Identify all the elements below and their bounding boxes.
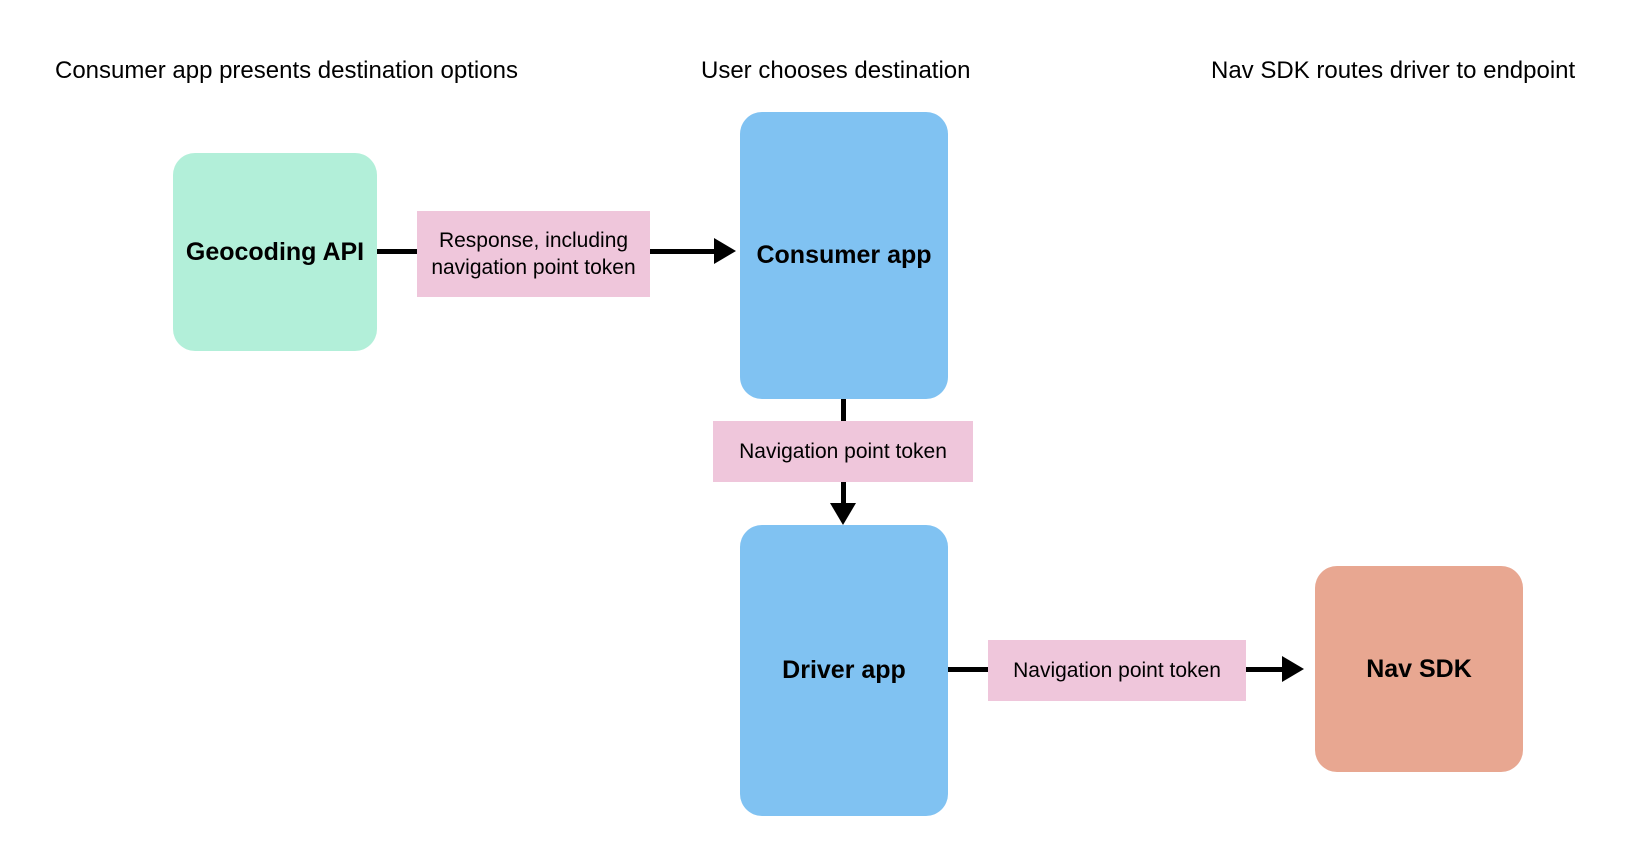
node-consumer-app[interactable]: Consumer app <box>740 112 948 399</box>
edge-label-driver-to-nav-sdk: Navigation point token <box>988 640 1246 701</box>
arrowhead-right-icon <box>1282 656 1304 682</box>
arrowhead-down-icon <box>830 503 856 525</box>
node-nav-sdk[interactable]: Nav SDK <box>1315 566 1523 772</box>
node-label: Nav SDK <box>1366 654 1472 683</box>
arrowhead-right-icon <box>714 238 736 264</box>
node-geocoding-api[interactable]: Geocoding API <box>173 153 377 351</box>
edge-label-geocoding-to-consumer: Response, including navigation point tok… <box>417 211 650 297</box>
node-label: Geocoding API <box>185 237 365 266</box>
node-label: Driver app <box>782 656 906 684</box>
node-driver-app[interactable]: Driver app <box>740 525 948 816</box>
column-header-nav-sdk: Nav SDK routes driver to endpoint <box>1211 57 1576 84</box>
node-label: Consumer app <box>756 241 932 269</box>
column-header-user-choice: User chooses destination <box>701 57 971 84</box>
column-header-consumer-app: Consumer app presents destination option… <box>55 57 518 84</box>
edge-label-consumer-to-driver: Navigation point token <box>713 421 973 482</box>
